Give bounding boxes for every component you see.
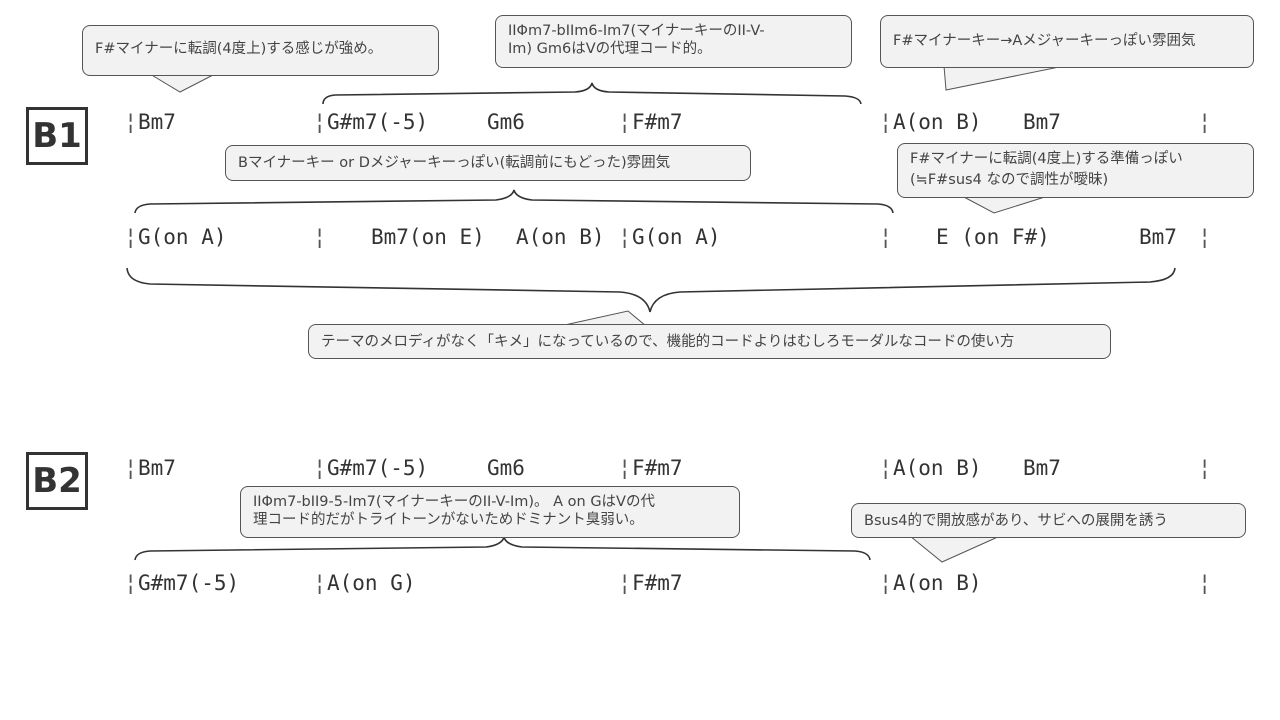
chord: G#m7(-5) (327, 456, 429, 480)
barline: ¦ (313, 456, 327, 481)
chord: A(on B) (893, 456, 982, 480)
brace (134, 536, 871, 561)
chord: A(on B) (893, 110, 982, 134)
note-line: Im) Gm6はVの代理コード的。 (508, 41, 712, 58)
chord: Bm7 (1023, 110, 1061, 134)
chord: Bm7 (1139, 225, 1177, 249)
chord: Gm6 (487, 110, 525, 134)
note-callout: F#マイナーキー→Aメジャーキーっぽい雰囲気 (880, 15, 1254, 68)
chord: Bm7(on E) (371, 225, 485, 249)
chord: Bm7 (138, 110, 176, 134)
barline: ¦ (1198, 225, 1212, 250)
note-line: F#マイナーキー→Aメジャーキーっぽい雰囲気 (893, 33, 1196, 49)
callout-tail (908, 535, 1001, 563)
chord: Gm6 (487, 456, 525, 480)
note-callout: IIΦm7-bIIm6-Im7(マイナーキーのII-V- Im) Gm6はVの代… (495, 15, 852, 68)
chord: Bm7 (138, 456, 176, 480)
chord: G#m7(-5) (327, 110, 429, 134)
barline: ¦ (618, 456, 632, 481)
barline: ¦ (124, 571, 138, 596)
note-callout: F#マイナーに転調(4度上)する準備っぽい (≒F#sus4 なので調性が曖昧) (897, 143, 1254, 198)
barline: ¦ (618, 110, 632, 135)
barline: ¦ (313, 571, 327, 596)
barline: ¦ (124, 110, 138, 135)
note-callout: F#マイナーに転調(4度上)する感じが強め。 (82, 25, 439, 76)
chord: G(on A) (138, 225, 227, 249)
barline: ¦ (879, 456, 893, 481)
chord: E (on F#) (936, 225, 1050, 249)
note-line: F#マイナーに転調(4度上)する感じが強め。 (95, 41, 383, 57)
chord: A(on B) (516, 225, 605, 249)
note-callout: Bsus4的で開放感があり、サビへの展開を誘う (851, 503, 1246, 538)
chord: A(on B) (893, 571, 982, 595)
note-line: (≒F#sus4 なので調性が曖昧) (910, 172, 1109, 189)
note-line: IIΦm7-bII9-5-Im7(マイナーキーのII-V-Im)。 A on G… (253, 494, 655, 510)
note-line: テーマのメロディがなく「キメ」になっているので、機能的コードよりはむしろモーダル… (321, 334, 1015, 350)
note-callout: テーマのメロディがなく「キメ」になっているので、機能的コードよりはむしろモーダル… (308, 324, 1111, 359)
note-line: F#マイナーに転調(4度上)する準備っぽい (910, 151, 1183, 167)
brace (126, 267, 1176, 313)
note-line: Bマイナーキー or Dメジャーキーっぽい(転調前にもどった)雰囲気 (238, 155, 671, 171)
barline: ¦ (879, 225, 893, 250)
brace (134, 189, 894, 214)
callout-tail (961, 195, 1049, 214)
barline: ¦ (1198, 571, 1212, 596)
chord: A(on G) (327, 571, 416, 595)
chord: G#m7(-5) (138, 571, 240, 595)
barline: ¦ (124, 456, 138, 481)
barline: ¦ (313, 110, 327, 135)
callout-tail (943, 65, 1065, 91)
chord: F#m7 (632, 110, 683, 134)
barline: ¦ (1198, 110, 1212, 135)
note-line: Bsus4的で開放感があり、サビへの展開を誘う (864, 513, 1168, 529)
callout-tail (148, 73, 216, 93)
chord: F#m7 (632, 571, 683, 595)
barline: ¦ (879, 110, 893, 135)
note-callout: Bマイナーキー or Dメジャーキーっぽい(転調前にもどった)雰囲気 (225, 145, 751, 181)
barline: ¦ (879, 571, 893, 596)
chord: F#m7 (632, 456, 683, 480)
barline: ¦ (618, 571, 632, 596)
barline: ¦ (618, 225, 632, 250)
barline: ¦ (1198, 456, 1212, 481)
section-label-b2: B2 (26, 452, 88, 510)
barline: ¦ (124, 225, 138, 250)
note-line: IIΦm7-bIIm6-Im7(マイナーキーのII-V- (508, 23, 765, 39)
note-line: 理コード的だがトライトーンがないためドミナント臭弱い。 (253, 512, 644, 529)
note-callout: IIΦm7-bII9-5-Im7(マイナーキーのII-V-Im)。 A on G… (240, 486, 740, 538)
barline: ¦ (313, 225, 327, 250)
brace (322, 82, 862, 105)
section-label-b1: B1 (26, 107, 88, 165)
chord: Bm7 (1023, 456, 1061, 480)
chord: G(on A) (632, 225, 721, 249)
